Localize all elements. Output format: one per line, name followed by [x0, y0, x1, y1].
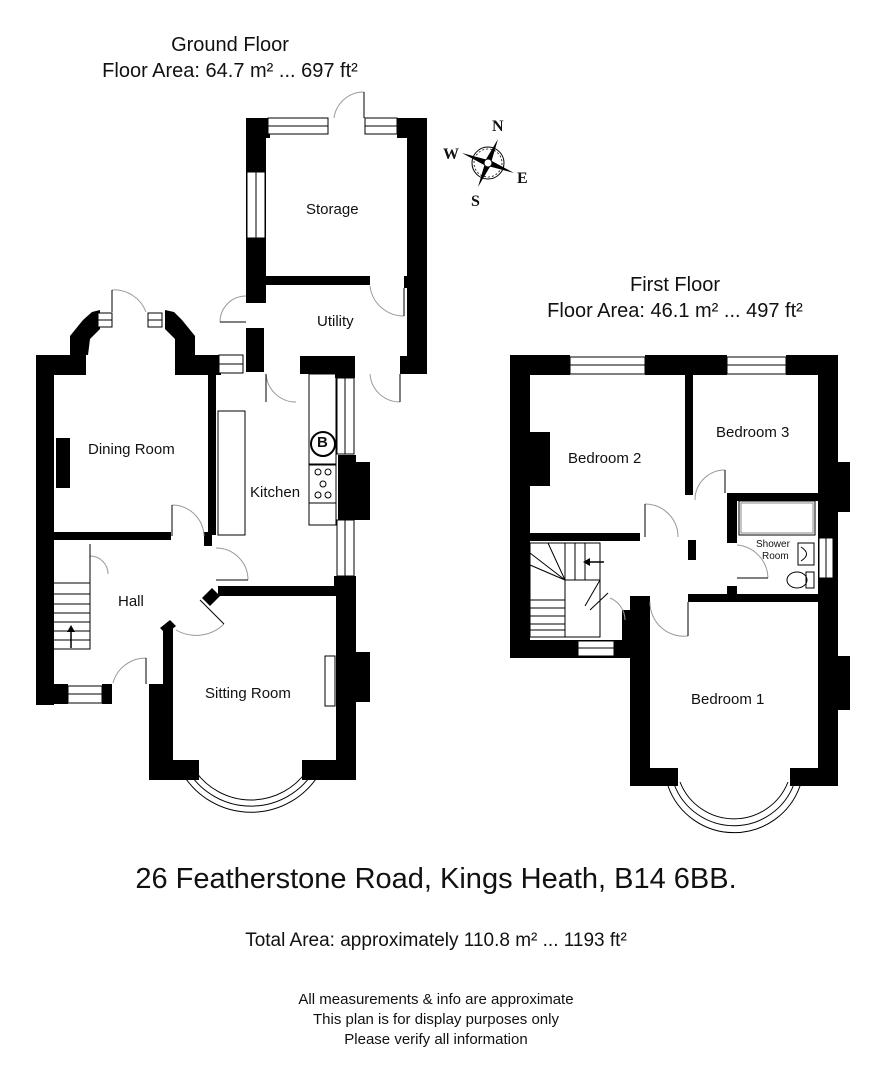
- compass-south-label: S: [471, 193, 480, 210]
- ground-stairs: [52, 582, 91, 650]
- kitchen-chimney: [352, 462, 370, 520]
- ground-floor-title: Ground Floor: [171, 34, 289, 56]
- room-label-bedroom-3: Bedroom 3: [716, 424, 790, 441]
- boiler-label: B: [317, 434, 328, 451]
- room-label-bedroom-2: Bedroom 2: [568, 450, 642, 467]
- first-floor-title: First Floor: [630, 274, 720, 296]
- room-label-utility: Utility: [317, 313, 354, 330]
- room-label-bedroom-1: Bedroom 1: [691, 691, 765, 708]
- storage-utility-wall: [266, 276, 370, 285]
- total-area: Total Area: approximately 110.8 m² ... 1…: [245, 930, 627, 951]
- sitting-fireplace-hearth: [324, 655, 336, 707]
- kitchen-worktop-west: [217, 410, 246, 536]
- basin-icon: [797, 542, 815, 566]
- sitting-chimney: [352, 652, 370, 702]
- hob-icon: [308, 464, 337, 504]
- room-label-shower-room-line2: Room: [762, 551, 789, 562]
- disclaimer-line-2: This plan is for display purposes only: [313, 1011, 559, 1028]
- ground-floor-plan: [36, 118, 427, 780]
- bedroom2-chimney: [530, 432, 550, 486]
- first-floor-doors: [609, 469, 769, 637]
- disclaimer-line-3: Please verify all information: [344, 1031, 528, 1048]
- property-address: 26 Featherstone Road, Kings Heath, B14 6…: [135, 863, 737, 895]
- bath-icon: [738, 500, 816, 536]
- room-label-sitting-room: Sitting Room: [205, 685, 291, 702]
- ground-floor-doors: [89, 91, 405, 684]
- compass-east-label: E: [517, 170, 528, 187]
- room-label-kitchen: Kitchen: [250, 484, 301, 501]
- compass-north-label: N: [492, 118, 504, 135]
- disclaimer-line-1: All measurements & info are approximate: [298, 991, 574, 1008]
- room-label-hall: Hall: [118, 593, 144, 610]
- first-floor-fixtures: [529, 500, 816, 638]
- first-floor-windows: [569, 356, 834, 834]
- toilet-icon: [786, 571, 808, 589]
- boiler-icon: [310, 431, 336, 457]
- compass-rose-icon: [462, 139, 514, 187]
- ground-floor-area: Floor Area: 64.7 m² ... 697 ft²: [102, 60, 358, 82]
- ground-floor-fixtures: [52, 373, 337, 707]
- compass-west-label: W: [443, 146, 459, 163]
- room-label-shower-room-line1: Shower: [756, 539, 790, 550]
- first-floor-area: Floor Area: 46.1 m² ... 497 ft²: [547, 300, 803, 322]
- room-label-dining-room: Dining Room: [88, 441, 175, 458]
- ground-floor-windows: [67, 117, 398, 813]
- first-west-wall: [510, 355, 530, 658]
- room-label-storage: Storage: [306, 201, 359, 218]
- stairs-direction-arrow-icon: [583, 558, 590, 566]
- stairs-up-arrow-icon: [67, 625, 75, 632]
- storage-east-wall: [407, 118, 427, 366]
- kitchen-worktop-east: [308, 373, 337, 465]
- dining-chimney: [56, 438, 70, 488]
